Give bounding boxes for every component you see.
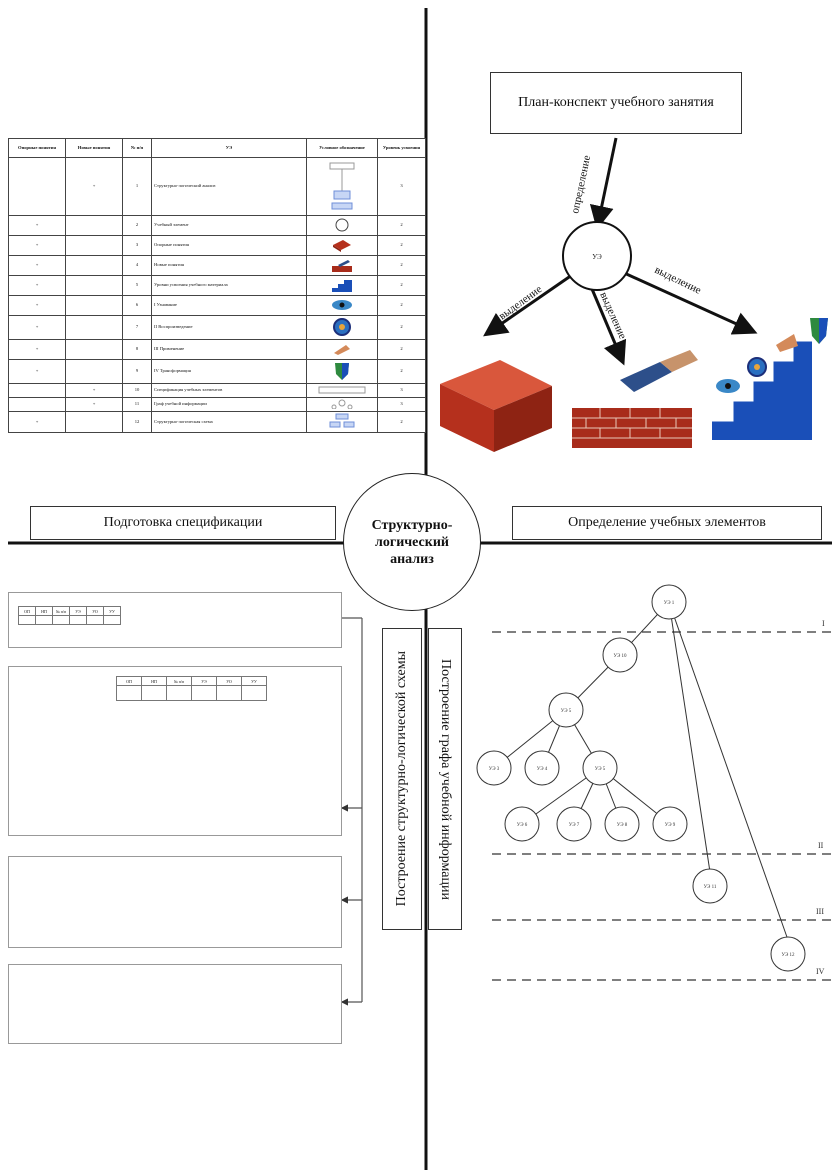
arrow-label-left: выделение — [497, 283, 545, 322]
symbol-stairs-icon — [306, 275, 378, 296]
graph-node-3 — [476, 750, 512, 786]
spec-table: Опорные понятия Новые понятия № п/п УЭ У… — [8, 138, 426, 433]
symbol-shield-icon — [306, 359, 378, 384]
symbol-hand-icon — [306, 339, 378, 360]
graph-node-12 — [770, 936, 806, 972]
arrow-ue-right — [621, 270, 758, 335]
graph-node-5b-label: УЭ 5 — [595, 767, 606, 772]
spec-block-4 — [8, 964, 342, 1044]
graph-node-4 — [524, 750, 560, 786]
th-old: Опорные понятия — [8, 138, 66, 158]
arrow-plan-to-ue — [589, 137, 618, 230]
graph-node-7 — [556, 806, 592, 842]
brick-wall-icon — [572, 350, 698, 448]
vertical-box-right: Построение графа учебной информации — [428, 628, 462, 930]
symbol-replay-icon — [306, 315, 378, 340]
center-line-3: анализ — [390, 551, 434, 567]
center-line-2: логический — [375, 534, 449, 550]
symbol-graph-icon — [306, 397, 378, 412]
graph-node-12-label: УЭ 12 — [781, 953, 795, 958]
vertical-label-right: Построение графа учебной информации — [438, 658, 453, 900]
plan-box: План-конспект учебного занятия — [490, 72, 742, 134]
arrow-label-right: выделение — [653, 264, 703, 297]
graph-node-8 — [604, 806, 640, 842]
spec-block-3 — [8, 856, 342, 948]
symbol-grid-icon — [306, 383, 378, 398]
brick-icon — [440, 360, 552, 452]
ue-circle — [562, 221, 632, 291]
right-section-label: Определение учебных элементов — [568, 515, 766, 530]
th-level: Уровень усвоения — [377, 138, 426, 158]
graph-level-lines — [492, 631, 832, 981]
symbol-tree-icon — [306, 157, 378, 216]
level-III: III — [816, 907, 824, 916]
graph-node-6-label: УЭ 6 — [517, 823, 528, 828]
vertical-box-left: Построение структурно-логической схемы — [382, 628, 422, 930]
plan-label: План-конспект учебного занятия — [518, 95, 714, 110]
graph-node-10 — [602, 637, 638, 673]
table-header-row: Опорные понятия Новые понятия № п/п УЭ У… — [8, 138, 426, 158]
graph-node-6 — [504, 806, 540, 842]
graph-node-3-label: УЭ 3 — [489, 767, 500, 772]
center-line-1: Структурно- — [371, 517, 453, 533]
ue-label: УЭ — [592, 253, 602, 261]
graph-node-5a-label: УЭ 5 — [561, 709, 572, 714]
th-new: Новые понятия — [65, 138, 123, 158]
graph-node-5b — [582, 750, 618, 786]
symbol-brick-icon — [306, 235, 378, 256]
level-II: II — [818, 841, 824, 850]
symbol-eye-icon — [306, 295, 378, 316]
graph-node-1-label: УЭ 1 — [664, 601, 675, 606]
stairs-icon — [712, 318, 828, 440]
th-ue: УЭ — [151, 138, 307, 158]
th-num: № п/п — [122, 138, 152, 158]
left-section-box: Подготовка спецификации — [30, 506, 336, 540]
vertical-label-left: Построение структурно-логической схемы — [394, 651, 409, 907]
graph-node-8-label: УЭ 8 — [617, 823, 628, 828]
arrow-label-top: определение — [569, 154, 593, 214]
graph-node-5a — [548, 692, 584, 728]
level-IV: IV — [816, 967, 825, 976]
arrow-ue-left — [483, 273, 573, 337]
symbol-scheme-icon — [306, 411, 378, 433]
right-section-box: Определение учебных элементов — [512, 506, 822, 540]
graph-node-11-label: УЭ 11 — [704, 885, 717, 890]
graph-node-7-label: УЭ 7 — [569, 823, 580, 828]
symbol-wall-icon — [306, 255, 378, 276]
arrow-ue-mid — [590, 288, 627, 366]
graph-node-9 — [652, 806, 688, 842]
graph-node-11 — [692, 868, 728, 904]
left-section-label: Подготовка спецификации — [103, 515, 263, 530]
center-circle: Структурно- логический анализ — [343, 473, 481, 611]
graph-node-9-label: УЭ 9 — [665, 823, 676, 828]
symbol-circle-icon — [306, 215, 378, 236]
graph-nodes — [476, 584, 806, 972]
level-I: I — [822, 619, 825, 628]
graph-node-10-label: УЭ 10 — [613, 654, 627, 659]
graph-node-1 — [651, 584, 687, 620]
th-symbol: Условное обозначение — [306, 138, 378, 158]
graph-node-4-label: УЭ 4 — [537, 767, 548, 772]
